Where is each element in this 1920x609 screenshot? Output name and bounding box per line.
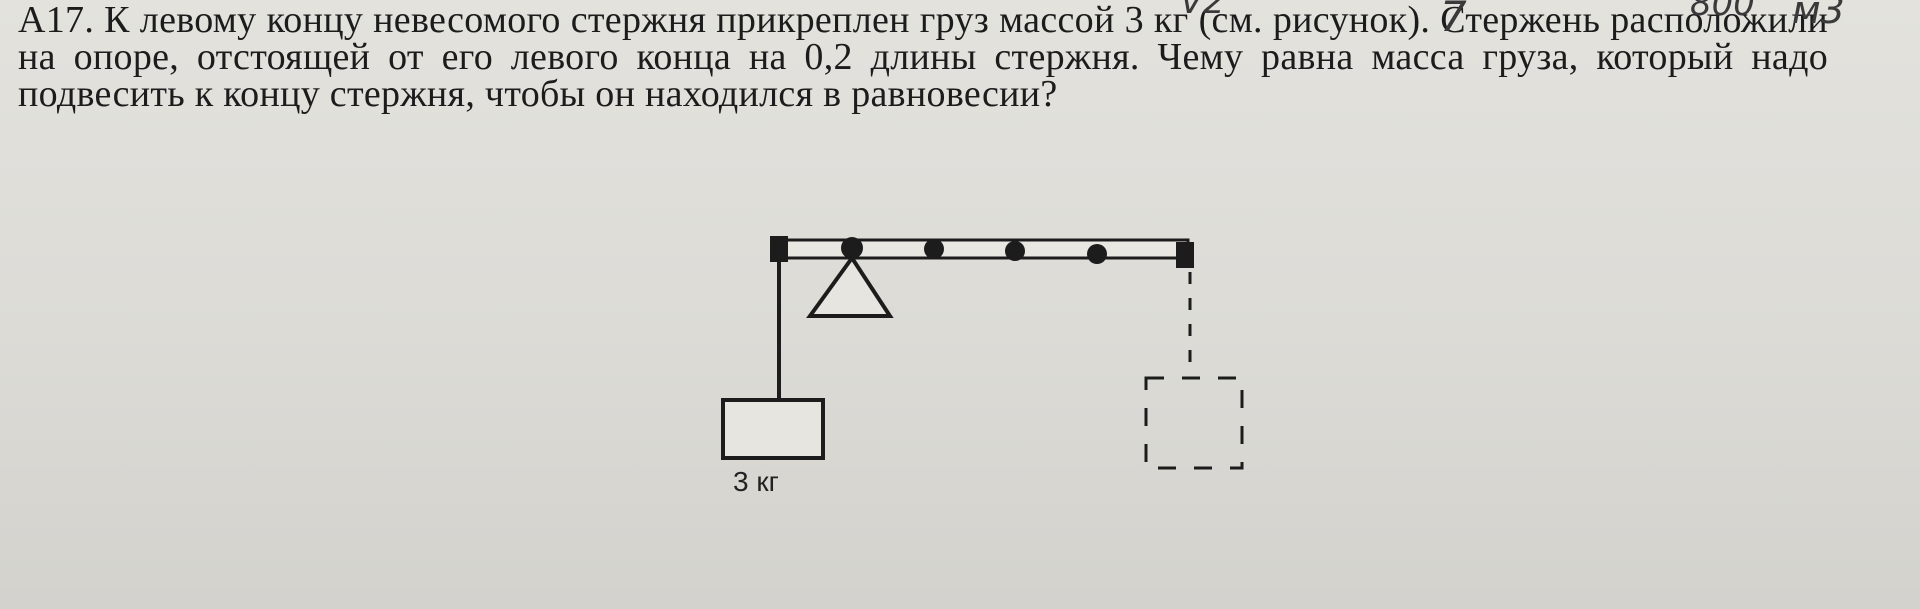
handwritten-note-800: 800	[1690, 0, 1755, 24]
handwritten-note-m3: м3	[1792, 0, 1845, 32]
handwritten-note-7: 7	[1440, 0, 1467, 41]
known-load-box	[721, 398, 825, 460]
load-mass-label: 3 кг	[733, 466, 779, 497]
rod-division-dot	[1087, 244, 1107, 264]
unknown-load-box	[1144, 376, 1244, 470]
problem-text: А17. К левому концу невесомого стержня п…	[18, 0, 1828, 115]
rod-division-dot	[1005, 241, 1025, 261]
rod	[774, 238, 1190, 260]
support-triangle	[806, 254, 894, 318]
rod-division-dot	[841, 237, 863, 259]
rod-right-end	[1176, 242, 1194, 268]
rod-division-dot	[924, 239, 944, 259]
rod-left-end	[770, 236, 788, 262]
handwritten-note-v2: V2	[1180, 0, 1225, 22]
